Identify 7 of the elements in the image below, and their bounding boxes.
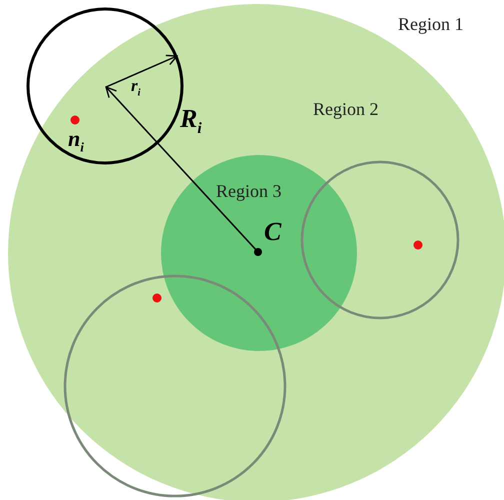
symbol-label: R$_{i}$	[180, 106, 202, 137]
symbol-label: C	[264, 219, 282, 245]
region-label: Region 1	[398, 15, 464, 33]
region-label: Region 3	[216, 182, 282, 200]
symbol-label: r$_{i}$	[131, 77, 140, 99]
symbol-label: n$_{i}$	[68, 128, 84, 154]
region-label: Region 2	[313, 100, 378, 118]
